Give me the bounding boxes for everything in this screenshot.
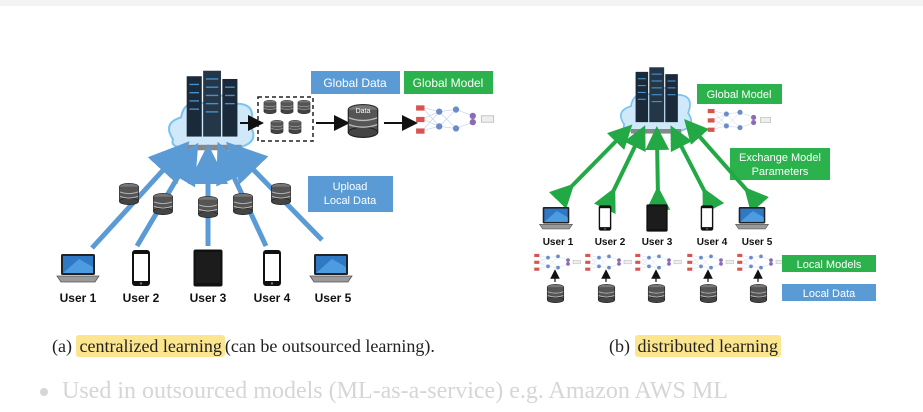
local-models-label: Local Models [797, 259, 862, 271]
neural-network-icon [686, 253, 734, 272]
caption-a: (a) centralized learning(can be outsourc… [52, 335, 435, 357]
database-icon [270, 120, 284, 134]
database-icon [647, 284, 666, 303]
user-label: User 3 [190, 291, 227, 305]
local-data-label-box [782, 284, 876, 301]
global-model-label: Global Model [413, 76, 484, 90]
global-model-label: Global Model [707, 89, 772, 101]
local-data-label: Local Data [803, 288, 856, 300]
db-text: Data [356, 108, 371, 115]
laptop-icon [56, 253, 100, 283]
user-label: User 2 [123, 291, 160, 305]
local-models-label-box [782, 255, 876, 272]
database-icon [271, 183, 291, 205]
database-icon [233, 193, 253, 215]
caption-b: (b) distributed learning [609, 335, 781, 357]
database-icon [263, 100, 277, 114]
phone-icon [598, 205, 612, 231]
neural-network-icon [707, 108, 772, 133]
cloud-server-icon [619, 66, 693, 135]
database-icon [597, 284, 616, 303]
database-icon [749, 284, 768, 303]
database-icon [288, 120, 302, 134]
phone-icon [263, 250, 281, 286]
distributed-learning-diagram: Global Model Exchange Model Parameters U… [533, 66, 876, 303]
exchange-label-line1: Exchange Model [739, 152, 821, 164]
database-icon [546, 284, 565, 303]
database-icon [153, 193, 173, 215]
user-label: User 1 [543, 237, 574, 248]
neural-network-icon [415, 104, 495, 135]
global-model-label-box [697, 84, 782, 104]
caption-a-prefix: (a) [52, 336, 72, 356]
database-icon [280, 100, 294, 114]
database-icon [297, 100, 311, 114]
exchange-label-line2: Parameters [752, 166, 809, 178]
centralized-learning-diagram: Data Global Data Global Model Upload Loc… [56, 69, 495, 305]
cloud-server-icon [167, 69, 255, 152]
laptop-icon [735, 206, 769, 230]
database-icon [699, 284, 718, 303]
user-label: User 2 [595, 237, 626, 248]
local-data-arrows [550, 269, 763, 282]
caption-b-prefix: (b) [609, 336, 630, 356]
exchange-arrows [549, 119, 769, 215]
top-toolbar-strip [0, 0, 923, 6]
user-label: User 5 [315, 291, 352, 305]
neural-network-icon [634, 253, 682, 272]
database-icon [119, 183, 139, 205]
caption-a-suffix: (can be outsourced learning). [224, 336, 435, 356]
neural-network-icon [736, 253, 784, 272]
neural-network-icon [533, 253, 581, 272]
bullet-dot-icon [40, 388, 48, 397]
phone-icon [132, 250, 150, 286]
upload-label-line1: Upload [333, 181, 368, 193]
neural-network-icon [584, 253, 632, 272]
upload-label-line2: Local Data [324, 195, 377, 207]
tablet-icon [193, 249, 223, 287]
user-label: User 3 [642, 237, 673, 248]
upload-local-data-box [308, 176, 393, 212]
tablet-icon [646, 204, 668, 232]
user-label: User 5 [742, 237, 773, 248]
global-model-label-box [404, 71, 493, 94]
user-label: User 4 [697, 237, 728, 248]
global-data-label-box [311, 71, 400, 94]
caption-b-highlight: distributed learning [634, 335, 781, 357]
user-label: User 1 [60, 291, 97, 305]
laptop-icon [539, 206, 573, 230]
database-icon [198, 196, 218, 218]
user-label: User 4 [254, 291, 291, 305]
global-data-label: Global Data [323, 76, 387, 90]
caption-a-highlight: centralized learning [76, 335, 225, 357]
laptop-icon [309, 253, 353, 283]
phone-icon [700, 205, 714, 231]
bullet-text: Used in outsourced models (ML-as-a-servi… [62, 378, 728, 404]
faded-bullet-point: Used in outsourced models (ML-as-a-servi… [40, 378, 728, 405]
